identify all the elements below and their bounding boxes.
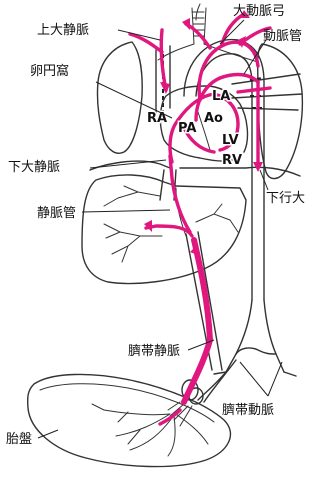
ductus-venosus-arrow — [144, 220, 152, 232]
heart-label-ao: Ao — [204, 111, 223, 126]
branch-arrow-1 — [182, 18, 190, 30]
heart-label-ra: RA — [147, 111, 167, 126]
leader-ductus-venosus — [82, 210, 170, 212]
pulmonary-flow-left — [238, 88, 270, 92]
label-ductus-venosus: 静脈管 — [37, 206, 76, 221]
placental-vessels — [92, 404, 208, 456]
heart-label-la: LA — [212, 89, 230, 104]
heart-label-lv: LV — [222, 133, 239, 148]
leader-foramen-ovale — [96, 82, 172, 118]
right-lung — [97, 42, 142, 153]
hepatic-branches — [104, 186, 238, 262]
svc-flow — [161, 30, 166, 90]
label-inferior-vena-cava: 下大静脈 — [8, 160, 60, 175]
liver — [82, 175, 246, 284]
label-aortic-arch: 大動脈弓 — [233, 4, 285, 19]
ivc-flow — [170, 120, 178, 162]
label-umbilical-vein: 臍帯静脈 — [128, 343, 180, 359]
diaphragm — [90, 161, 300, 176]
leader-umbilical-arteries — [240, 362, 282, 396]
label-ductus-arteriosus: 動脈管 — [263, 29, 302, 44]
umbilical-vein-flow — [184, 240, 210, 402]
label-foramen-ovale: 卵円窩 — [30, 63, 69, 79]
label-superior-vena-cava: 上大静脈 — [37, 23, 89, 38]
label-placenta: 胎盤 — [6, 432, 32, 447]
label-descending-aorta: 下行大 — [266, 191, 305, 206]
label-umbilical-arteries: 臍帯動脈 — [222, 402, 274, 418]
heart-label-pa: PA — [178, 121, 196, 136]
umbilical-arteries-outline — [198, 360, 236, 402]
svc-arrow — [160, 82, 170, 94]
heart-label-rv: RV — [222, 153, 242, 168]
